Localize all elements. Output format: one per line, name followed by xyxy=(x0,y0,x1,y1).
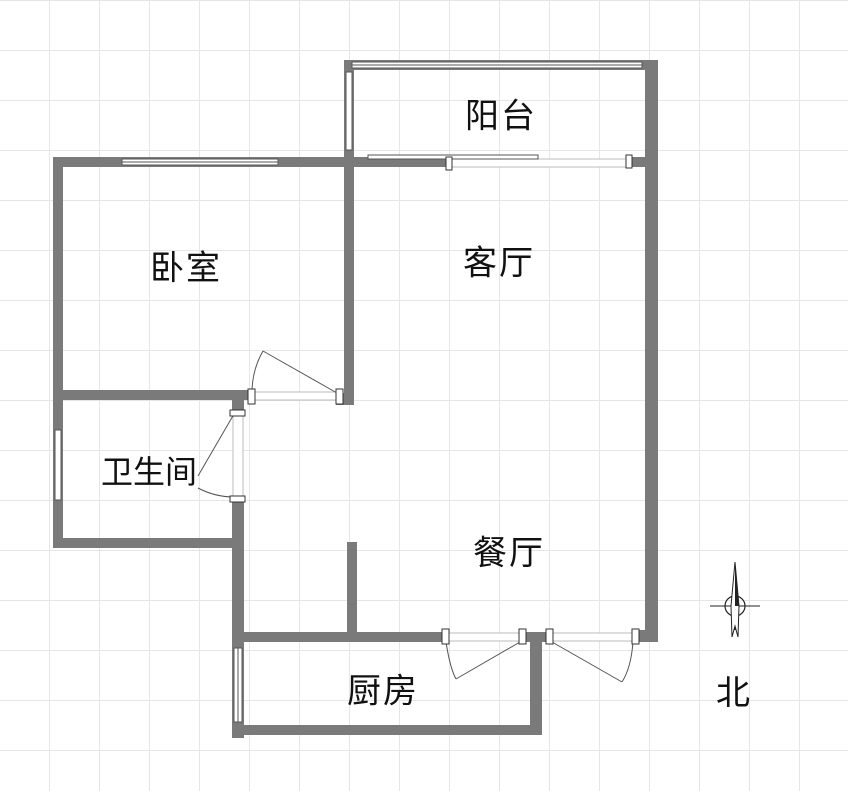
balcony-sliding-door[interactable] xyxy=(367,154,633,171)
bedroom-door[interactable] xyxy=(247,350,344,405)
compass-icon xyxy=(710,561,760,638)
dining-door[interactable] xyxy=(545,628,640,683)
kitchen-door[interactable] xyxy=(441,628,527,680)
room-label-bathroom: 卫生间 xyxy=(100,453,198,491)
room-label-kitchen: 厨房 xyxy=(347,671,419,712)
room-label-balcony: 阳台 xyxy=(465,96,537,137)
room-label-living-room: 客厅 xyxy=(463,243,535,284)
room-label-bedroom: 卧室 xyxy=(150,248,222,289)
room-label-dining-room: 餐厅 xyxy=(473,533,545,574)
bathroom-door[interactable] xyxy=(197,409,246,503)
compass-north-label: 北 xyxy=(716,673,752,714)
windows xyxy=(54,61,643,723)
